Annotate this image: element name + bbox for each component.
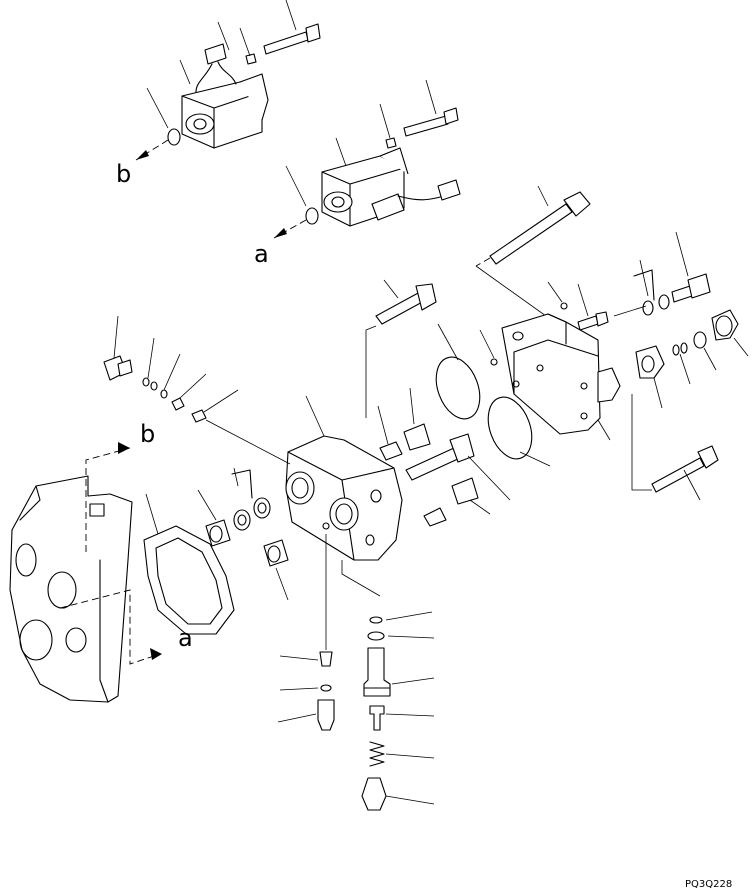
solenoid-lower xyxy=(305,107,461,227)
bottom-center-parts xyxy=(341,560,435,811)
long-bolt-bottom-right xyxy=(631,394,719,501)
drawing-code: PQ3Q228 xyxy=(685,879,732,888)
cover-plate xyxy=(501,313,621,435)
dowel-pins xyxy=(377,387,511,527)
callout-a-top: a xyxy=(254,240,269,268)
gasket xyxy=(143,493,235,635)
body-left-parts xyxy=(103,315,291,465)
callout-b-top: b xyxy=(116,160,131,188)
center-bolt-top xyxy=(365,279,437,418)
callout-b-side: b xyxy=(140,420,155,448)
transmission-housing xyxy=(9,475,133,703)
o-ring-large xyxy=(435,323,551,467)
arrow-to-b-upper xyxy=(135,139,169,161)
cover-small-parts xyxy=(479,231,749,441)
leader-lines-second xyxy=(285,79,437,207)
callout-a-side: a xyxy=(178,624,193,652)
leader-lines-upper xyxy=(146,0,297,129)
long-bolt-top-right xyxy=(475,185,591,267)
rollers-left xyxy=(197,467,289,601)
solenoid-upper xyxy=(167,23,321,149)
main-valve-body xyxy=(285,395,403,561)
dashed-reference-lines xyxy=(59,442,162,665)
bottom-left-parts xyxy=(277,534,335,731)
arrow-to-a-upper xyxy=(273,219,307,239)
